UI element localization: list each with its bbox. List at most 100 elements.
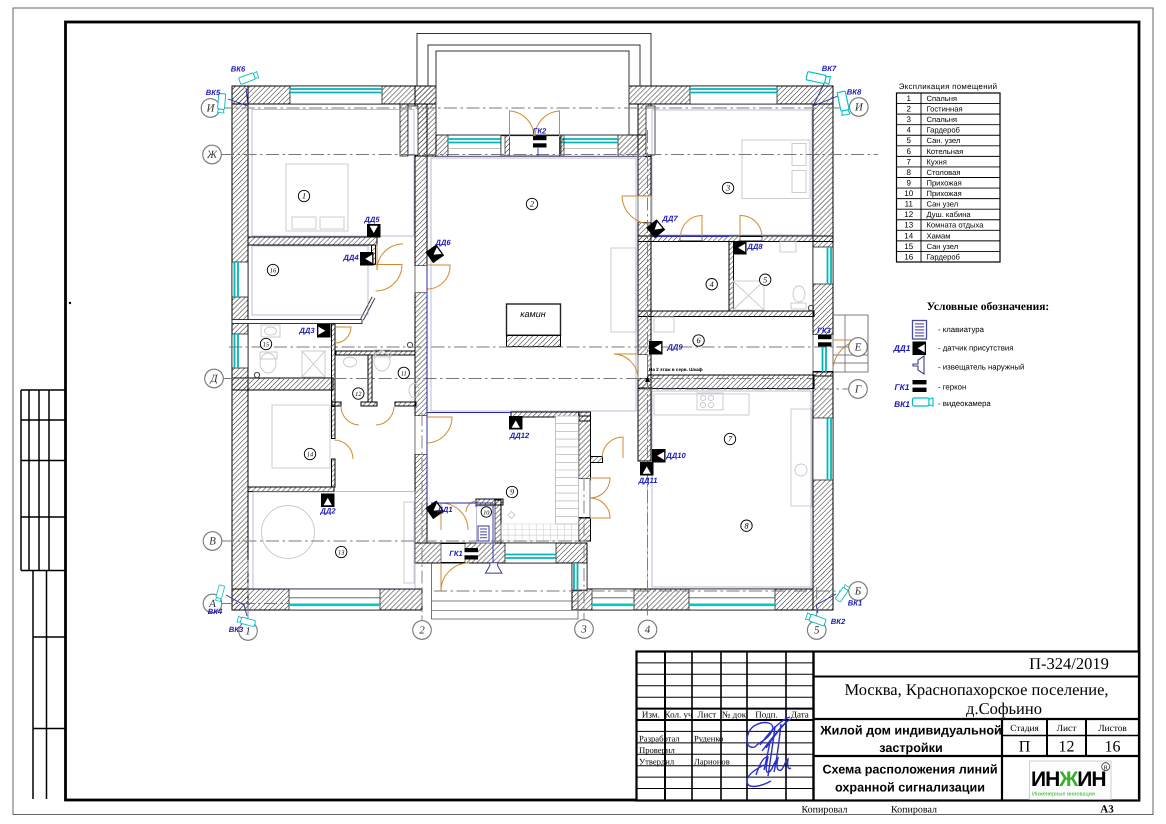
svg-text:Спальня: Спальня [927, 115, 958, 124]
svg-text:Условные обозначения:: Условные обозначения: [927, 301, 1050, 313]
svg-text:На 2 этаж в серв. Шкаф: На 2 этаж в серв. Шкаф [649, 367, 703, 372]
svg-text:В: В [209, 536, 216, 548]
svg-text:9: 9 [907, 178, 912, 187]
svg-text:Дата: Дата [791, 710, 809, 720]
svg-text:Гардероб: Гардероб [927, 126, 961, 135]
svg-text:П: П [1019, 739, 1031, 756]
svg-text:4: 4 [645, 624, 651, 636]
svg-text:- извещатель наружный: - извещатель наружный [938, 363, 1024, 372]
svg-text:Столовая: Столовая [927, 168, 961, 177]
svg-text:Схема расположения линий: Схема расположения линий [822, 763, 997, 777]
svg-text:3: 3 [580, 624, 587, 636]
svg-text:14: 14 [307, 452, 314, 459]
svg-text:Комната отдыха: Комната отдыха [927, 221, 985, 230]
svg-text:10: 10 [483, 510, 490, 517]
svg-text:Котельная: Котельная [927, 147, 964, 156]
svg-text:ВК5: ВК5 [206, 88, 221, 97]
svg-text:Стадия: Стадия [1010, 724, 1039, 734]
svg-text:ДД7: ДД7 [661, 214, 678, 223]
svg-text:ДД4: ДД4 [342, 253, 359, 262]
svg-text:ВК7: ВК7 [822, 64, 837, 73]
svg-text:4: 4 [907, 126, 912, 135]
svg-text:- клавиатура: - клавиатура [938, 325, 985, 334]
svg-text:ГК1: ГК1 [449, 549, 463, 558]
svg-text:Ж: Ж [206, 149, 218, 161]
svg-text:Сан. узел: Сан. узел [927, 136, 961, 145]
svg-text:застройки: застройки [879, 741, 942, 755]
svg-text:1: 1 [245, 626, 251, 638]
svg-text:7: 7 [907, 157, 912, 166]
svg-text:ДД1: ДД1 [436, 505, 452, 514]
svg-text:2: 2 [530, 200, 534, 209]
svg-text:6: 6 [697, 336, 702, 345]
svg-text:Е: Е [854, 342, 862, 354]
svg-text:П-324/2019: П-324/2019 [1029, 654, 1109, 673]
svg-text:И: И [854, 102, 864, 114]
svg-text:13: 13 [904, 221, 913, 230]
svg-text:Хамам: Хамам [927, 231, 951, 240]
svg-text:Прихожая: Прихожая [927, 189, 962, 198]
svg-text:6: 6 [907, 147, 912, 156]
svg-text:12: 12 [904, 210, 913, 219]
svg-text:16: 16 [1105, 739, 1121, 756]
svg-text:Копировал: Копировал [891, 805, 937, 816]
svg-text:1: 1 [907, 94, 912, 103]
svg-text:14: 14 [904, 231, 913, 240]
svg-text:Гостинная: Гостинная [927, 105, 963, 114]
svg-text:Г: Г [854, 384, 862, 396]
svg-text:камин: камин [520, 309, 545, 319]
svg-text:ВК6: ВК6 [231, 65, 246, 74]
svg-text:Изм.: Изм. [642, 710, 660, 720]
svg-text:1: 1 [302, 192, 306, 201]
svg-text:ИНЖИН: ИНЖИН [1031, 768, 1106, 791]
svg-text:Спальня: Спальня [927, 94, 958, 103]
svg-text:10: 10 [904, 189, 913, 198]
svg-text:ДД5: ДД5 [363, 215, 380, 224]
svg-text:ВК8: ВК8 [847, 88, 862, 97]
svg-text:- видеокамера: - видеокамера [938, 399, 991, 408]
svg-text:ДД11: ДД11 [638, 476, 658, 485]
svg-text:R: R [1104, 764, 1109, 771]
svg-text:ДД6: ДД6 [434, 238, 451, 247]
svg-text:8: 8 [744, 521, 748, 530]
svg-text:Ларионов: Ларионов [694, 757, 730, 767]
svg-text:16: 16 [270, 268, 277, 275]
svg-text:Копировал: Копировал [802, 805, 848, 816]
svg-text:Б: Б [854, 586, 862, 598]
svg-text:ДД10: ДД10 [665, 451, 686, 460]
svg-text:ГК3: ГК3 [817, 326, 831, 335]
svg-text:ДД1: ДД1 [893, 343, 911, 353]
svg-text:5: 5 [814, 625, 820, 637]
svg-text:охранной сигнализации: охранной сигнализации [835, 781, 985, 795]
svg-text:ГК2: ГК2 [533, 127, 547, 136]
svg-text:15: 15 [263, 342, 269, 349]
svg-text:Жилой дом индивидуальной: Жилой дом индивидуальной [819, 724, 1002, 738]
svg-text:Экспликация помещений: Экспликация помещений [899, 82, 998, 91]
svg-text:И: И [206, 103, 216, 115]
svg-text:Лист: Лист [1057, 724, 1077, 734]
svg-text:11: 11 [401, 371, 407, 378]
svg-text:Москва, Краснопахорское поселе: Москва, Краснопахорское поселение, [844, 680, 1108, 699]
svg-text:7: 7 [728, 435, 733, 444]
svg-text:Сан узел: Сан узел [927, 200, 959, 209]
svg-text:д.Софьино: д.Софьино [966, 699, 1042, 718]
svg-text:- геркон: - геркон [938, 383, 966, 392]
svg-text:11: 11 [905, 200, 914, 209]
svg-text:Прихожая: Прихожая [927, 178, 962, 187]
svg-text:ДД8: ДД8 [746, 242, 763, 251]
svg-text:Листов: Листов [1098, 724, 1127, 734]
svg-text:Разработал: Разработал [639, 734, 680, 744]
svg-text:А: А [208, 598, 216, 610]
svg-text:ВК3: ВК3 [229, 625, 244, 634]
svg-text:ДД9: ДД9 [666, 343, 683, 352]
svg-text:16: 16 [904, 252, 913, 261]
svg-text:15: 15 [904, 242, 913, 251]
svg-text:Проверил: Проверил [639, 745, 676, 755]
svg-text:2: 2 [419, 625, 425, 637]
svg-text:12: 12 [1059, 739, 1075, 756]
svg-text:4: 4 [710, 280, 714, 289]
svg-text:ГК1: ГК1 [895, 382, 910, 392]
svg-text:5: 5 [907, 136, 912, 145]
svg-text:ВК1: ВК1 [848, 599, 862, 608]
svg-text:5: 5 [763, 275, 767, 284]
